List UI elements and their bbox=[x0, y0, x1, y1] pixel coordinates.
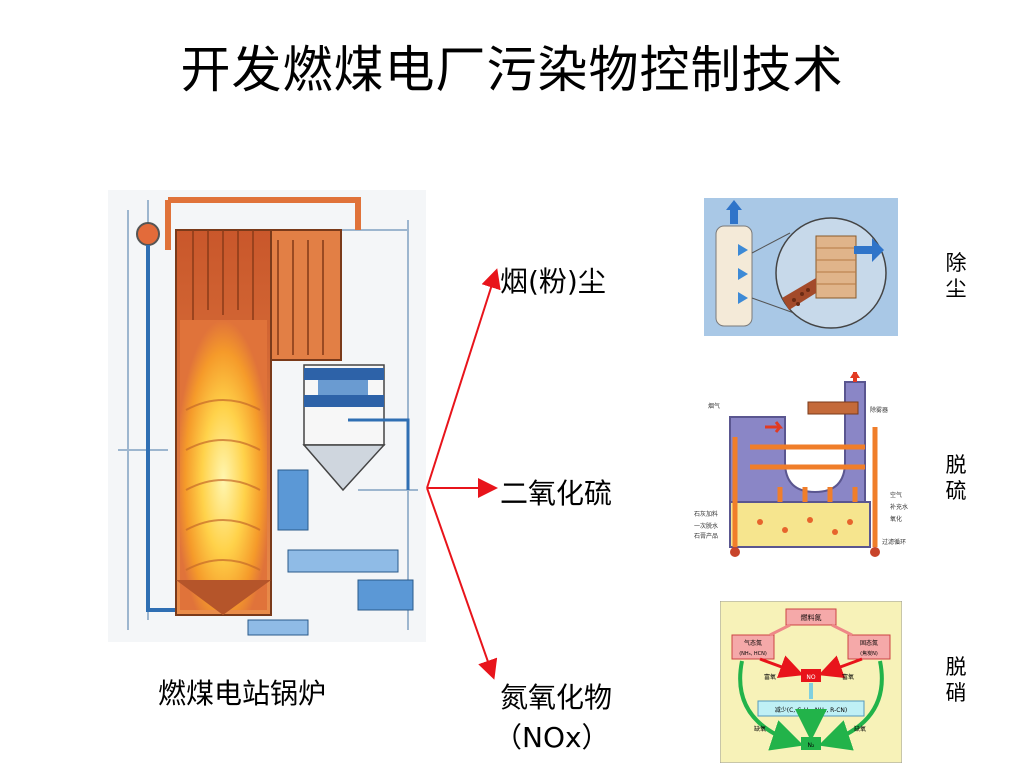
pollutant-so2: 二氧化硫 bbox=[500, 477, 613, 510]
arrow-to-nox bbox=[426, 487, 498, 680]
svg-text:过滤循环: 过滤循环 bbox=[882, 538, 906, 546]
svg-text:N₂: N₂ bbox=[808, 742, 815, 749]
svg-text:除雾器: 除雾器 bbox=[870, 406, 888, 414]
svg-text:缺氧: 缺氧 bbox=[754, 725, 766, 733]
svg-text:富氧: 富氧 bbox=[842, 673, 854, 681]
desulfurization-illustration: 烟气 除雾器 空气 补充水 氧化 石灰加料 一次脱水 石膏产品 过滤循环 bbox=[690, 372, 920, 567]
control-denitration: 脱硝 bbox=[945, 655, 967, 705]
svg-text:缺氧: 缺氧 bbox=[854, 725, 866, 733]
pollutant-nox-formula: （NOx） bbox=[494, 721, 610, 754]
svg-text:烟气: 烟气 bbox=[708, 402, 720, 410]
svg-text:(焦炭N): (焦炭N) bbox=[860, 650, 878, 657]
boiler-caption: 燃煤电站锅炉 bbox=[158, 677, 327, 710]
svg-text:固态氮: 固态氮 bbox=[860, 639, 878, 647]
svg-text:富氧: 富氧 bbox=[764, 673, 776, 681]
slide-title: 开发燃煤电厂污染物控制技术 bbox=[180, 41, 844, 99]
svg-text:一次脱水: 一次脱水 bbox=[694, 522, 718, 530]
svg-text:(NH₃, HCN): (NH₃, HCN) bbox=[739, 651, 767, 657]
control-dust-removal: 除尘 bbox=[945, 251, 967, 301]
control-desulfurization: 脱硫 bbox=[945, 453, 967, 503]
svg-text:空气: 空气 bbox=[890, 491, 902, 499]
svg-text:燃料氮: 燃料氮 bbox=[801, 613, 822, 622]
pollutant-dust: 烟(粉)尘 bbox=[500, 265, 606, 298]
svg-text:石灰加料: 石灰加料 bbox=[694, 510, 718, 518]
dust-removal-illustration bbox=[704, 198, 898, 336]
svg-text:补充水: 补充水 bbox=[890, 503, 908, 511]
svg-text:氧化: 氧化 bbox=[890, 515, 902, 523]
boiler-illustration bbox=[108, 190, 426, 642]
svg-text:减少(C, CₓHₓ, NH₃, R-CN): 减少(C, CₓHₓ, NH₃, R-CN) bbox=[775, 706, 848, 714]
svg-text:NO: NO bbox=[806, 674, 815, 681]
svg-text:石膏产品: 石膏产品 bbox=[694, 532, 718, 540]
arrow-to-dust bbox=[426, 268, 501, 489]
svg-text:气态氮: 气态氮 bbox=[744, 639, 762, 647]
pollutant-nox: 氮氧化物 bbox=[500, 681, 613, 714]
denitration-illustration: 燃料氮 气态氮 (NH₃, HCN) 固态氮 (焦炭N) NO 富氧 富氧 减少… bbox=[720, 601, 902, 763]
